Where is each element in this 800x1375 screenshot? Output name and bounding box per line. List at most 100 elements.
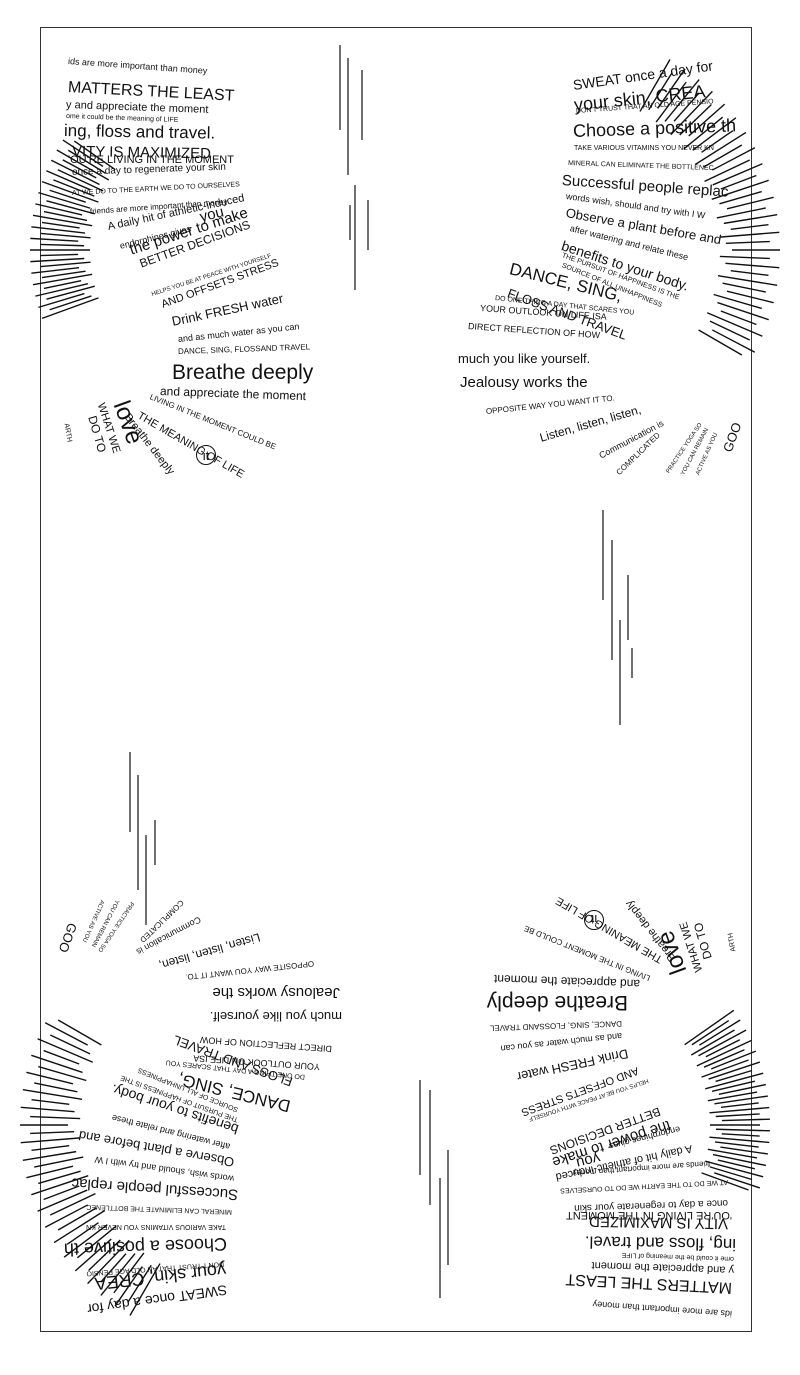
sunburst-ray [715, 1128, 770, 1132]
sunburst-ray [720, 310, 757, 326]
sunburst-ray [707, 1148, 758, 1159]
sunburst-ray [726, 290, 774, 304]
sunburst-ray [718, 1083, 767, 1095]
sunburst-ray [664, 79, 700, 122]
sunburst-ray [73, 140, 116, 171]
sunburst-ray [720, 1146, 768, 1155]
sunburst-ray [57, 1207, 97, 1231]
right-rotated-phrase: Choose a positive th [63, 1234, 228, 1260]
sunburst-ray [114, 1266, 143, 1307]
sunburst-ray [129, 1263, 161, 1316]
sunburst-ray [705, 1072, 764, 1090]
sunburst-ray [30, 1130, 75, 1135]
sunburst-ray [43, 210, 88, 222]
sunburst-ray [705, 1039, 741, 1058]
sunburst-ray [20, 1106, 75, 1113]
sunburst-ray [720, 1102, 759, 1109]
sunburst-ray [696, 1039, 752, 1067]
sunburst-ray [30, 1115, 81, 1120]
sunburst-ray [711, 179, 769, 200]
sunburst-ray [37, 1189, 88, 1212]
sunburst-ray [688, 103, 726, 137]
sunburst-ray [722, 282, 766, 293]
sunburst-ray [690, 1029, 735, 1056]
sunburst-ray [719, 190, 762, 205]
sunburst-ray [717, 1159, 756, 1170]
sunburst-ray [88, 1239, 121, 1271]
sunburst-ray [716, 207, 766, 219]
sunburst-ray [709, 320, 751, 341]
sunburst-ray [701, 130, 734, 153]
sunburst-ray [30, 237, 79, 242]
sunburst-ray [694, 131, 747, 166]
sunburst-ray [53, 1209, 106, 1244]
sunburst-ray [715, 1113, 760, 1118]
sunburst-ray [712, 163, 763, 186]
sunburst-lines-top-right [639, 59, 780, 356]
sunburst-lines-bottom-left [20, 1019, 161, 1316]
sunburst-ray [721, 1118, 770, 1122]
sunburst-ray [37, 1038, 94, 1063]
left-phrase: it [196, 445, 216, 465]
page-border [40, 27, 752, 1332]
sunburst-ray [44, 1204, 89, 1228]
sunburst-ray [707, 1091, 758, 1102]
sunburst-ray [717, 301, 769, 321]
sunburst-ray [113, 1252, 145, 1294]
sunburst-ray [100, 1253, 127, 1283]
sunburst-ray [44, 1022, 89, 1046]
sunburst-ray [40, 243, 85, 247]
sunburst-ray [711, 147, 756, 171]
sunburst-ray [725, 262, 780, 269]
sunburst-ray [31, 266, 80, 274]
sunburst-ray [41, 221, 80, 229]
sunburst-ray [708, 1061, 761, 1080]
sunburst-ray [655, 81, 687, 123]
sunburst-ray [127, 1264, 152, 1303]
sunburst-ray [49, 1192, 96, 1216]
left-rotated-phrase: and as much water as you can [500, 1031, 623, 1054]
sunburst-ray [698, 1029, 747, 1057]
sunburst-ray [53, 179, 95, 197]
sunburst-ray [705, 1160, 764, 1178]
sunburst-ray [703, 144, 743, 168]
left-rotated-phrase: ARTH [727, 932, 738, 953]
sunburst-ray [35, 282, 89, 297]
sunburst-ray [703, 1049, 745, 1068]
right-rotated-phrase: OPPOSITE WAY YOU WANT IT TO. [184, 959, 315, 982]
sunburst-lines-top-left [30, 139, 116, 320]
sunburst-ray [701, 1172, 749, 1191]
sunburst-ray [46, 170, 91, 191]
sunburst-ray [76, 1225, 117, 1259]
sunburst-ray [43, 1185, 80, 1201]
sunburst-ray [46, 285, 95, 300]
right-phrase: Jealousy works the [460, 374, 588, 391]
sunburst-ray [32, 214, 93, 227]
sunburst-ray [709, 1136, 770, 1144]
sunburst-ray [709, 1106, 770, 1114]
right-rotated-phrase: MINERAL CAN ELIMINATE THE BOTTLENEC [86, 1202, 233, 1215]
sunburst-ray [26, 1071, 74, 1085]
sunburst-ray [704, 159, 751, 183]
sunburst-ray [711, 1080, 756, 1093]
sunburst-ray [714, 1095, 768, 1105]
sunburst-ray [50, 159, 100, 186]
right-rotated-phrase: TAKE VARIOUS VITAMINS YOU NEVER KN [86, 1223, 226, 1230]
sunburst-ray [20, 1137, 81, 1144]
sunburst-ray [56, 149, 110, 181]
sunburst-ray [730, 270, 769, 277]
sunburst-ray [38, 1065, 87, 1082]
sunburst-ray [721, 1133, 760, 1137]
sunburst-ray [38, 191, 91, 209]
sunburst-ray [31, 1098, 70, 1105]
sunburst-ray [683, 116, 724, 150]
right-phrase: TAKE VARIOUS VITAMINS YOU NEVER KN [574, 145, 714, 152]
sunburst-ray [719, 255, 770, 260]
sunburst-ray [691, 1020, 730, 1046]
left-rotated-phrase: and appreciate the moment [493, 971, 641, 991]
